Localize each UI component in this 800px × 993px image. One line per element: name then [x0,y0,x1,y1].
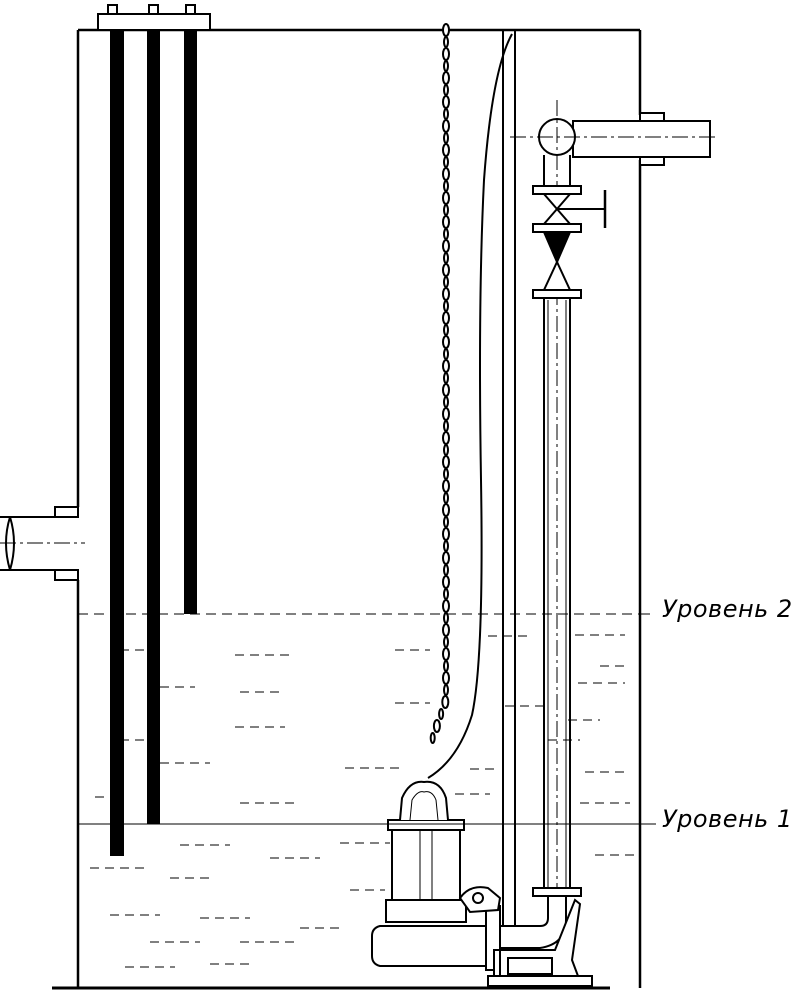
chain-link [442,383,450,397]
chain-link [443,60,449,72]
chain-link [443,132,449,144]
chain-link [441,695,450,709]
level-1-label: Уровень 1 [662,805,793,833]
chain-link [443,540,449,552]
inlet-pipe [0,506,85,581]
chain-link [443,564,449,576]
chain-link [442,455,450,469]
pump-volute [371,925,489,967]
water-hatching [90,634,635,968]
chain-link [442,407,450,421]
chain-link [443,36,449,48]
chain-link [442,503,450,517]
chain-link [442,215,450,229]
sensor-cap [97,4,211,31]
chain-link [443,204,449,216]
tank-walls [76,28,642,988]
chain-link [442,647,450,661]
chain-link [443,276,449,288]
chain-link [442,287,450,301]
chain-link [442,599,450,613]
chain-link [443,300,449,312]
chain-link [443,180,449,192]
electrode-long [110,30,124,856]
chain-link [443,396,449,408]
chain-link [443,420,449,432]
electrode-medium [147,30,160,824]
outlet-pipe [510,112,715,166]
chain-link [442,311,450,325]
chain-link [443,636,449,648]
chain-link [443,228,449,240]
chain-link [443,156,449,168]
chain-link [443,660,449,672]
chain-link [443,84,449,96]
chain-link [442,47,450,61]
chain-link [443,516,449,528]
check-valve [542,231,572,291]
level-electrodes [110,30,197,856]
chain-link [442,143,450,157]
chain-link [442,239,450,253]
pump-motor [391,827,461,909]
chain-link [442,431,450,445]
gate-valve [541,190,607,228]
chain-link [443,252,449,264]
chain-link [443,324,449,336]
chain-link [443,444,449,456]
chain-link [442,551,450,565]
chain-link [443,108,449,120]
chain-link [442,119,450,133]
chain-link [442,575,450,589]
chain-link [429,732,436,744]
chain-link [443,348,449,360]
chain-link [442,359,450,373]
chain-link [443,468,449,480]
chain-link [442,191,450,205]
lifting-chain [429,23,450,744]
chain-link [443,684,449,696]
chain-link [442,95,450,109]
chain-link [442,263,450,277]
chain-link [443,372,449,384]
chain-link [432,719,441,733]
guide-rail [502,30,516,925]
chain-link [442,335,450,349]
chain-link [443,588,449,600]
chain-link [442,623,450,637]
chain-link [442,167,450,181]
level-2-label: Уровень 2 [662,595,793,623]
chain-link [442,671,450,685]
chain-link [442,71,450,85]
submersible-pump [371,780,502,971]
electrode-short [184,30,197,614]
chain-link [442,23,450,37]
chain-link [438,708,445,720]
chain-link [442,527,450,541]
duckfoot-base [487,895,593,987]
chain-link [443,492,449,504]
chain-link [442,479,450,493]
power-cable [427,33,513,779]
